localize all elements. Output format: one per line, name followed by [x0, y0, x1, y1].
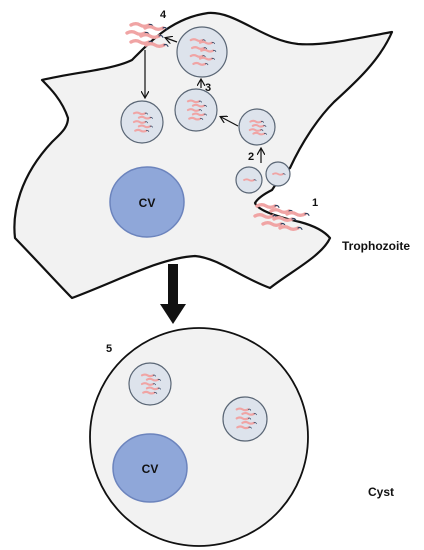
- cv-label-cyst: CV: [142, 462, 159, 476]
- arrow-top-to-4: [166, 38, 178, 42]
- cyst-label: Cyst: [368, 485, 394, 499]
- cyst-vesicle-top: [128, 362, 172, 406]
- vesicle-step-2c: [238, 108, 276, 146]
- cyst-contractile-vacuole: [112, 433, 188, 503]
- vesicle-step-3: [174, 88, 218, 132]
- step-1-label: 1: [312, 197, 318, 209]
- vesicle-left: [120, 100, 164, 144]
- vesicle-step-2b: [265, 161, 291, 187]
- cyst-cell: [89, 327, 309, 547]
- cv-label-trophozoite: CV: [139, 196, 156, 210]
- trophozoite-label: Trophozoite: [342, 239, 410, 253]
- step-2-label: 2: [248, 151, 254, 163]
- contractile-vacuole: [109, 166, 185, 238]
- step-3-label: 3: [205, 82, 211, 94]
- step-5-label: 5: [106, 343, 112, 355]
- vesicle-top: [176, 26, 228, 78]
- cyst-vesicle-right: [222, 396, 268, 442]
- arrow-2-to-3: [221, 117, 239, 127]
- vesicle-step-2a: [235, 166, 263, 194]
- step-4-label: 4: [160, 9, 167, 21]
- transformation-arrow: [160, 264, 186, 324]
